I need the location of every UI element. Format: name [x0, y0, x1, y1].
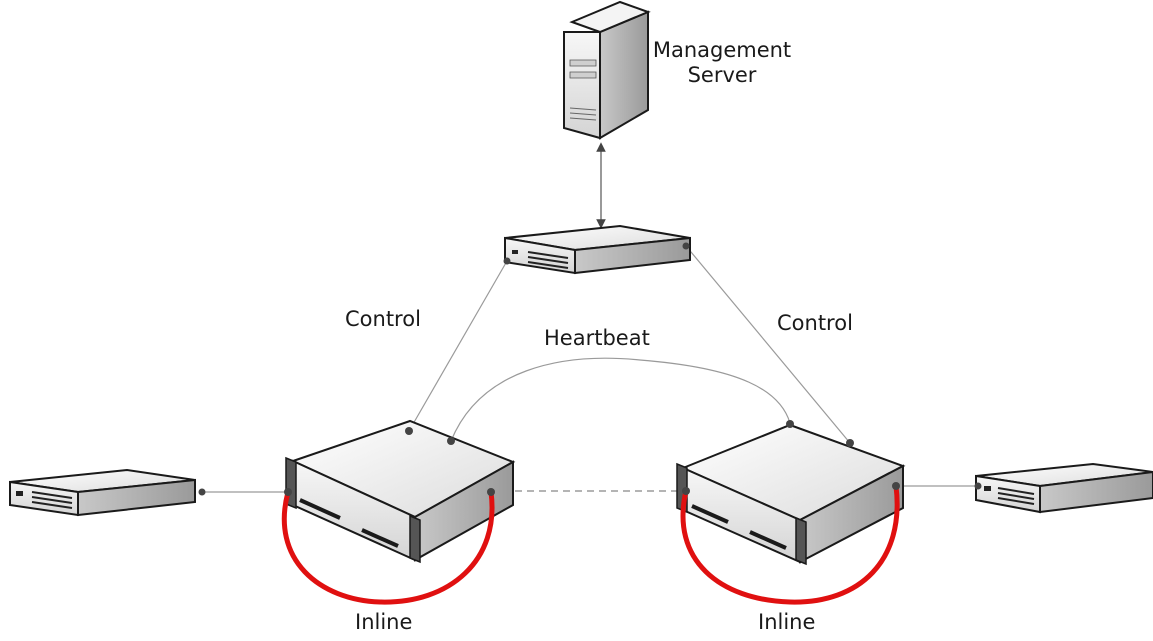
left-host-icon [10, 470, 206, 515]
central-switch-icon [504, 226, 691, 273]
inline-label-left: Inline [355, 610, 412, 635]
server-tower-icon [564, 2, 648, 138]
control-line-left [409, 261, 507, 431]
heartbeat-line [451, 358, 790, 441]
right-host-icon [975, 464, 1153, 512]
control-line-right [686, 246, 850, 443]
appliance-right-icon [677, 420, 903, 564]
inline-label-right: Inline [758, 610, 815, 635]
appliance-left-icon [286, 421, 513, 562]
control-label-right: Control [777, 311, 853, 336]
heartbeat-label: Heartbeat [544, 326, 650, 351]
management-server-label: Management Server [652, 38, 792, 88]
control-label-left: Control [345, 307, 421, 332]
